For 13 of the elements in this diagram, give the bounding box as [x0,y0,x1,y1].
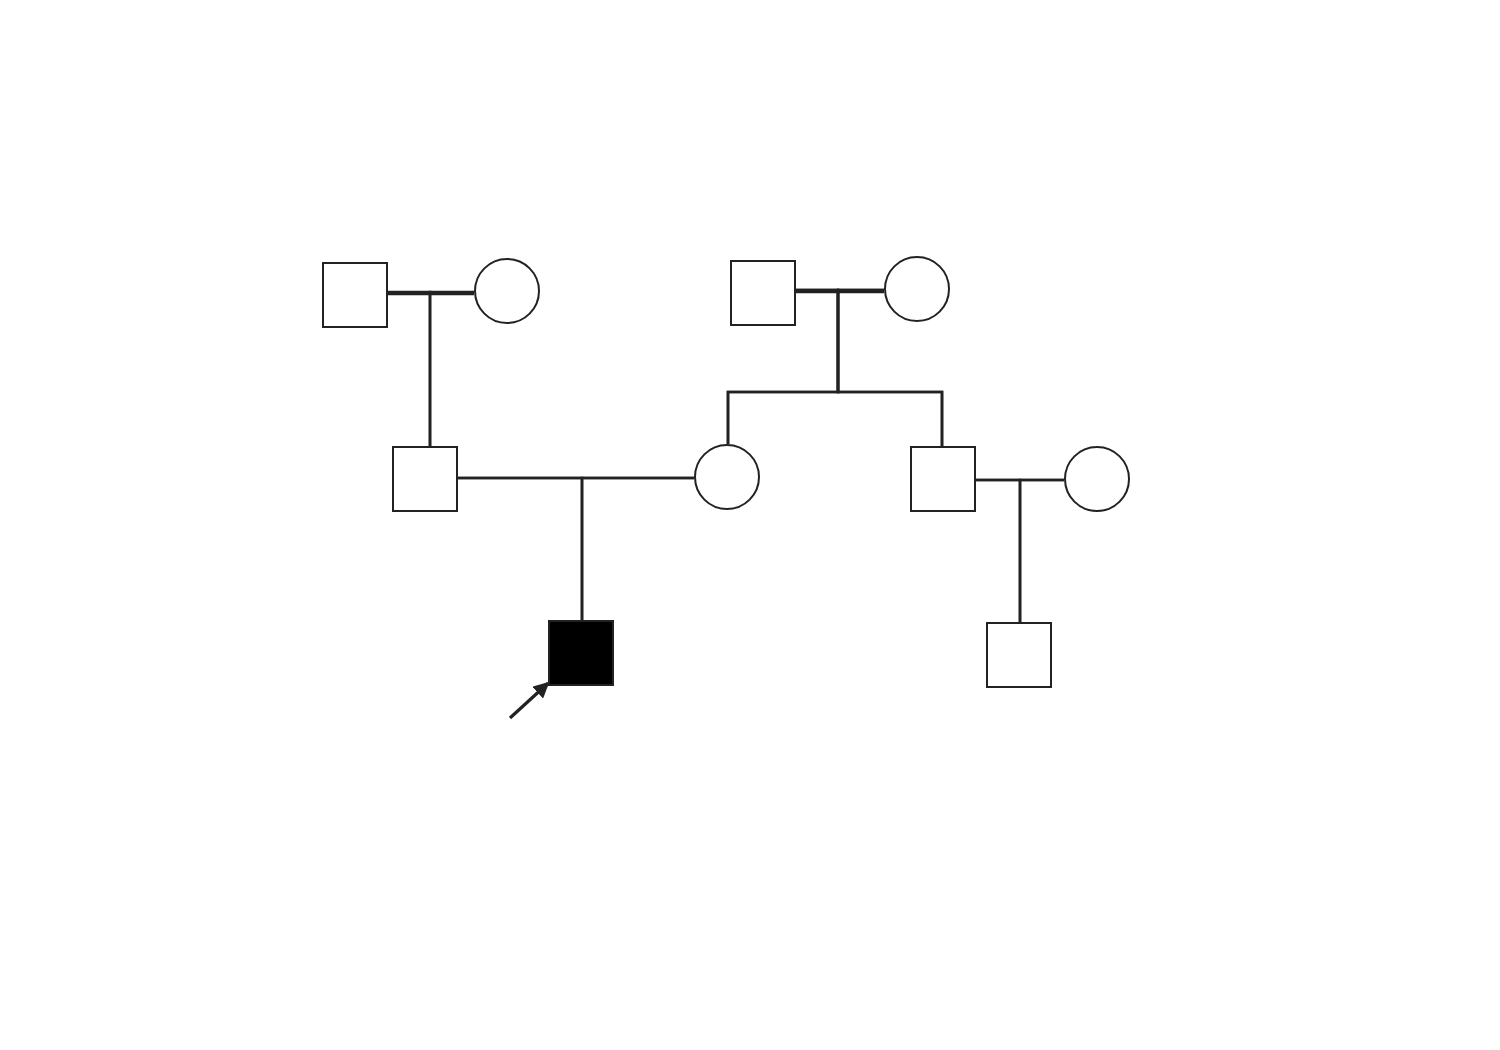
male-square [392,446,458,512]
male-square [910,446,976,512]
pedigree-line [836,288,944,446]
pedigree-line [796,290,884,294]
pedigree-line [388,292,474,296]
pedigree-line [580,476,694,620]
affected-male-square [548,620,614,686]
pedigree-line [1018,478,1064,622]
pedigree-line [428,290,474,446]
proband-arrow [508,681,550,720]
male-square [322,262,388,328]
male-square [986,622,1052,688]
male-square [730,260,796,326]
